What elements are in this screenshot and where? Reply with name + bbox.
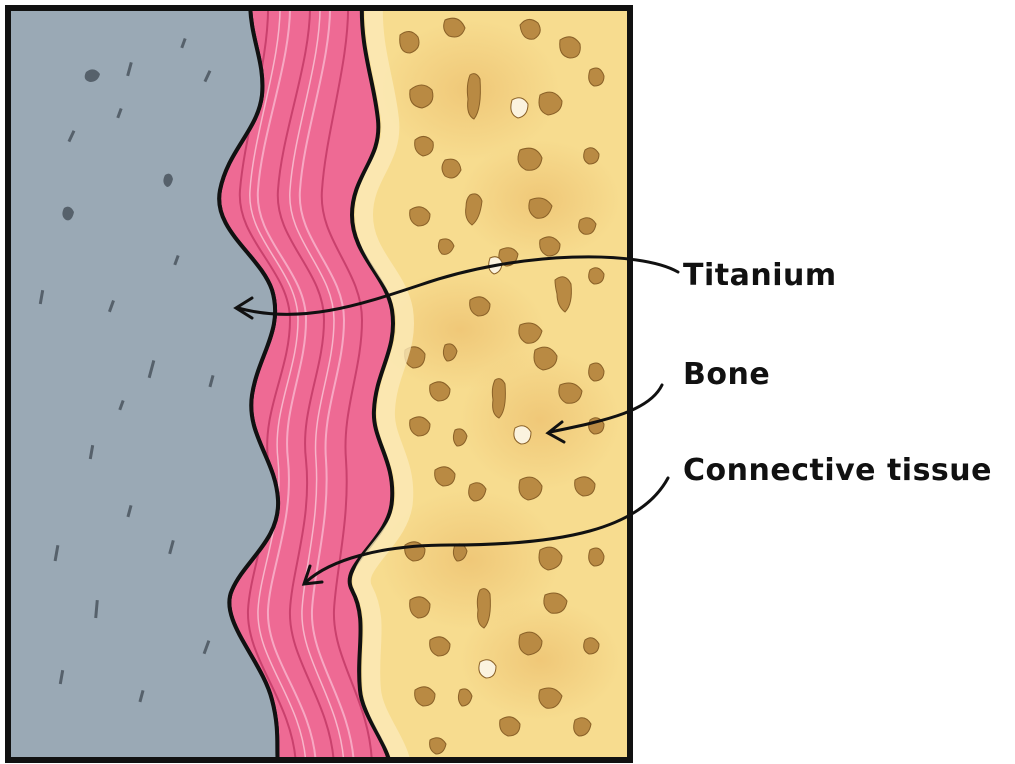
label-bone: Bone [683, 357, 770, 392]
label-titanium: Titanium [683, 258, 837, 293]
titanium-region [0, 0, 278, 764]
label-connective-tissue: Connective tissue [683, 453, 992, 488]
